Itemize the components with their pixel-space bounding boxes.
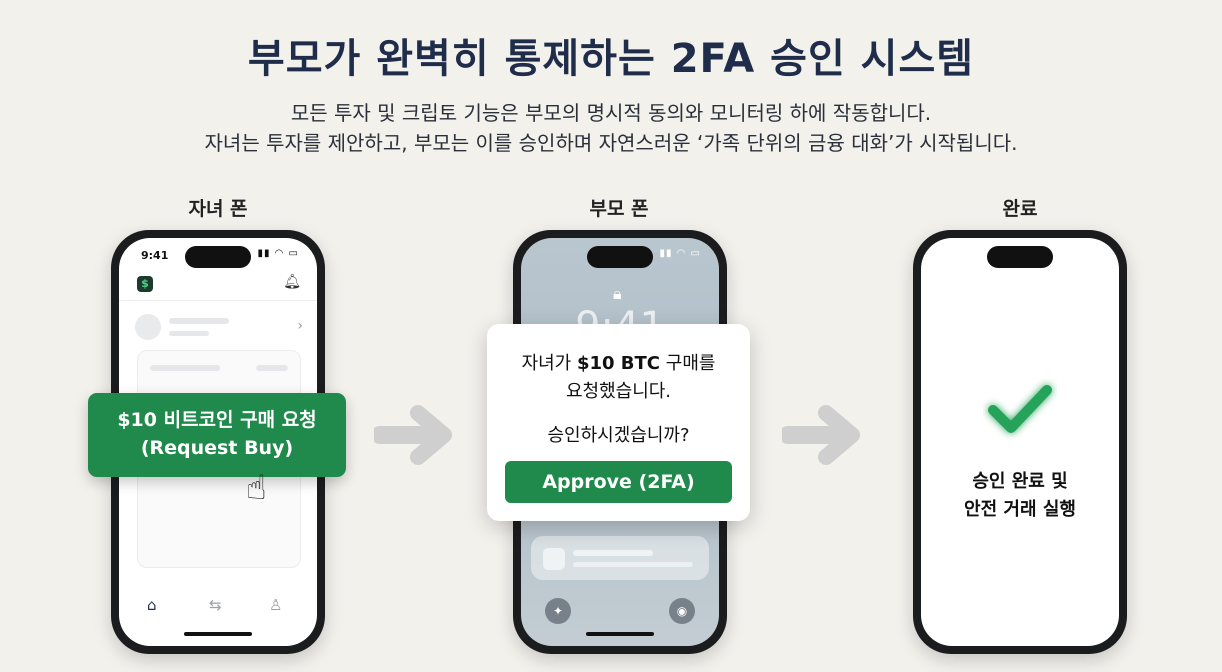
notification-placeholder [531,536,709,580]
checkmark-icon [988,385,1052,433]
approval-message-suffix: 구매를 [660,353,716,374]
request-buy-button[interactable]: $10 비트코인 구매 요청 (Request Buy) [88,393,346,477]
text-placeholder [150,365,220,371]
request-button-label: $10 비트코인 구매 요청 [117,409,317,431]
home-tab-icon[interactable]: ⌂ [147,596,157,614]
chevron-right-icon[interactable]: › [297,318,303,334]
status-time: 9:41 [141,249,169,262]
dynamic-island [587,246,653,268]
approval-dialog: 자녀가 $10 BTC 구매를 요청했습니다. 승인하시겠습니까? Approv… [487,324,750,521]
approval-amount: $10 BTC [576,353,661,374]
status-icons: ▮▮ ◠ ▭ [659,248,701,259]
subtitle-line-2: 자녀는 투자를 제안하고, 부모는 이를 승인하며 자연스러운 ‘가족 단위의 … [204,131,1018,155]
profile-tab-icon[interactable]: ♙ [269,596,283,614]
text-placeholder [169,331,209,336]
approval-question: 승인하시겠습니까? [547,425,690,446]
completion-message: 승인 완료 및 안전 거래 실행 [921,468,1119,524]
subtitle-line-1: 모든 투자 및 크립토 기능은 부모의 명시적 동의와 모니터링 하에 작동합니… [290,101,932,125]
home-indicator [586,632,654,636]
text-placeholder [573,562,693,567]
parent-phone-label: 부모 폰 [589,198,649,220]
text-placeholder [256,365,288,371]
home-indicator [184,632,252,636]
tab-bar: ⌂ ⇆ ♙ [119,596,317,620]
page-subtitle: 모든 투자 및 크립토 기능은 부모의 명시적 동의와 모니터링 하에 작동합니… [0,98,1222,158]
avatar-placeholder [135,314,161,340]
request-button-sublabel: (Request Buy) [140,437,294,459]
child-phone-label: 자녀 폰 [188,198,248,220]
approval-message-prefix: 자녀가 [521,353,577,374]
completion-line-1: 승인 완료 및 [972,471,1068,492]
approve-2fa-button[interactable]: Approve (2FA) [505,461,732,503]
approval-message: 자녀가 $10 BTC 구매를 요청했습니다. [487,350,750,406]
done-phone: 승인 완료 및 안전 거래 실행 [913,230,1127,654]
dynamic-island [185,246,251,268]
flashlight-icon[interactable]: ✦ [545,598,571,624]
lock-icon: 🔒︎ [613,284,622,303]
camera-icon[interactable]: ◉ [669,598,695,624]
text-placeholder [169,318,229,324]
arrow-right-icon [374,405,452,465]
header-divider [119,300,317,301]
approval-message-line2: 요청했습니다. [565,381,672,402]
bell-icon[interactable]: 🔔︎ [283,274,301,290]
text-placeholder [573,550,653,556]
transfer-tab-icon[interactable]: ⇆ [209,596,222,614]
page-title: 부모가 완벽히 통제하는 2FA 승인 시스템 [247,36,975,82]
done-phone-screen: 승인 완료 및 안전 거래 실행 [921,238,1119,646]
completion-line-2: 안전 거래 실행 [964,499,1076,520]
app-logo-icon: $ [137,276,153,292]
arrow-right-icon [782,405,860,465]
pointer-hand-icon: ☝ [246,468,267,508]
status-icons: ▮▮ ◠ ▭ [257,248,299,259]
dynamic-island [987,246,1053,268]
notification-icon-placeholder [543,548,565,570]
done-label: 완료 [1002,198,1038,220]
